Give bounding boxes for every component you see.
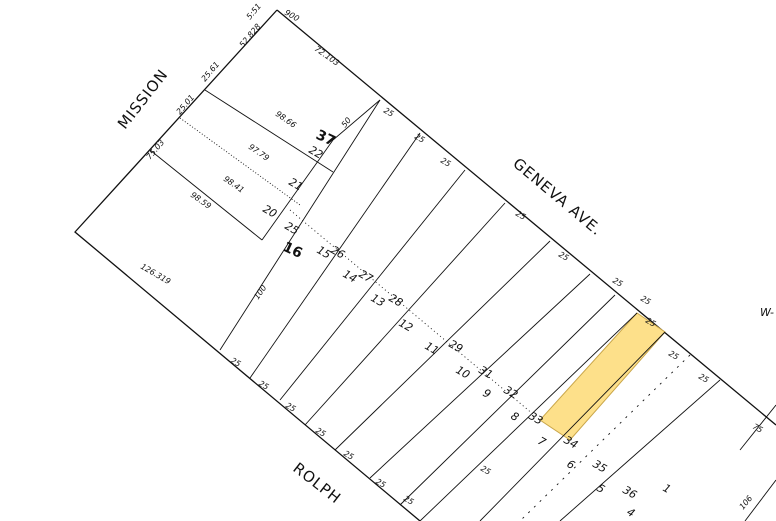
dimension-label: 25	[697, 372, 710, 385]
dimension-label: 72.103	[313, 44, 341, 67]
lot-number[interactable]: 26	[329, 243, 348, 261]
dimension-label: 126.319	[139, 262, 172, 286]
lot-number[interactable]: 25	[283, 219, 302, 237]
edge-label: W-	[760, 306, 774, 319]
dimension-label: 25.61	[200, 60, 222, 83]
lot-number[interactable]: 33	[527, 409, 546, 427]
dimension-label: 25	[557, 250, 570, 263]
dimension-label: 25	[439, 156, 452, 169]
dimension-label: 25	[257, 379, 270, 392]
street-label-geneva: GENEVA AVE.	[509, 154, 606, 239]
dimension-label: 25	[611, 276, 624, 289]
corner-label: 5:51	[245, 2, 263, 22]
dimension-label: 25	[342, 449, 355, 462]
lot-number[interactable]: 34	[562, 433, 581, 451]
dimension-label: 25	[314, 426, 327, 439]
lot-number[interactable]: 13	[369, 291, 388, 309]
dimension-label: 106	[738, 494, 755, 511]
dimension-label: 25	[479, 464, 492, 477]
corner-label: 900	[283, 8, 301, 23]
lot-number[interactable]: 7	[536, 434, 549, 449]
lot-number[interactable]: 11	[423, 339, 442, 357]
dimension-label: 98.66	[274, 109, 298, 130]
dimension-label: 97.79	[247, 142, 271, 163]
lot-number[interactable]: 31	[477, 363, 496, 381]
lot-number[interactable]: 8	[509, 409, 522, 424]
dimension-label: 25	[284, 401, 297, 414]
dimension-label: 25.01	[175, 93, 197, 116]
block-number-16: 16	[280, 239, 304, 262]
lot-number[interactable]: 32	[502, 383, 521, 401]
dimension-label: 25	[667, 349, 680, 362]
corner-label: 52.828	[238, 22, 263, 49]
dimension-label: 25	[374, 477, 387, 490]
dimension-label: 98.59	[189, 190, 213, 211]
highlighted-parcel[interactable]	[539, 312, 666, 441]
lot-number[interactable]: 15	[315, 243, 334, 261]
dimension-label: 50	[340, 116, 353, 130]
lot-number[interactable]: 35	[591, 457, 610, 475]
lot-number[interactable]: 9	[481, 386, 494, 401]
lot-number[interactable]: 4	[625, 505, 638, 520]
dimension-label: 75	[751, 422, 764, 435]
lot-number[interactable]: 22	[307, 143, 326, 161]
lot-number[interactable]: 27	[357, 267, 376, 285]
block-outline	[74, 9, 776, 521]
dimension-label: 75.03	[145, 138, 167, 161]
dimension-label: 25	[382, 106, 395, 119]
dimension-label: 25	[639, 294, 652, 307]
lot-number[interactable]: 28	[387, 291, 406, 309]
lot-number[interactable]: 36	[621, 483, 640, 501]
dimension-label: 25	[402, 494, 415, 507]
lot-number[interactable]: 5	[595, 481, 608, 496]
dimension-label: 98.41	[222, 174, 246, 195]
dimension-label: 100	[252, 283, 268, 301]
lot-number[interactable]: 29	[447, 337, 466, 355]
street-label-mission: MISSION	[114, 66, 172, 133]
lot-number[interactable]: 12	[397, 316, 416, 334]
lot-number[interactable]: 14	[341, 267, 360, 285]
dimension-label: 25	[229, 356, 242, 369]
dimension-label: 25	[514, 209, 527, 222]
lot-number[interactable]: 6	[565, 457, 578, 472]
lot-lines	[149, 89, 776, 521]
lot-number[interactable]: 10	[454, 363, 473, 381]
lot-number[interactable]: 21	[287, 175, 306, 193]
lot-number[interactable]: 20	[261, 202, 280, 220]
block-number-37: 37	[313, 127, 337, 150]
lot-number[interactable]: 1	[661, 481, 674, 496]
dimension-label: 25	[644, 316, 657, 329]
dimension-label: 25	[413, 132, 426, 145]
street-label-rolph: ROLPH	[290, 459, 345, 508]
